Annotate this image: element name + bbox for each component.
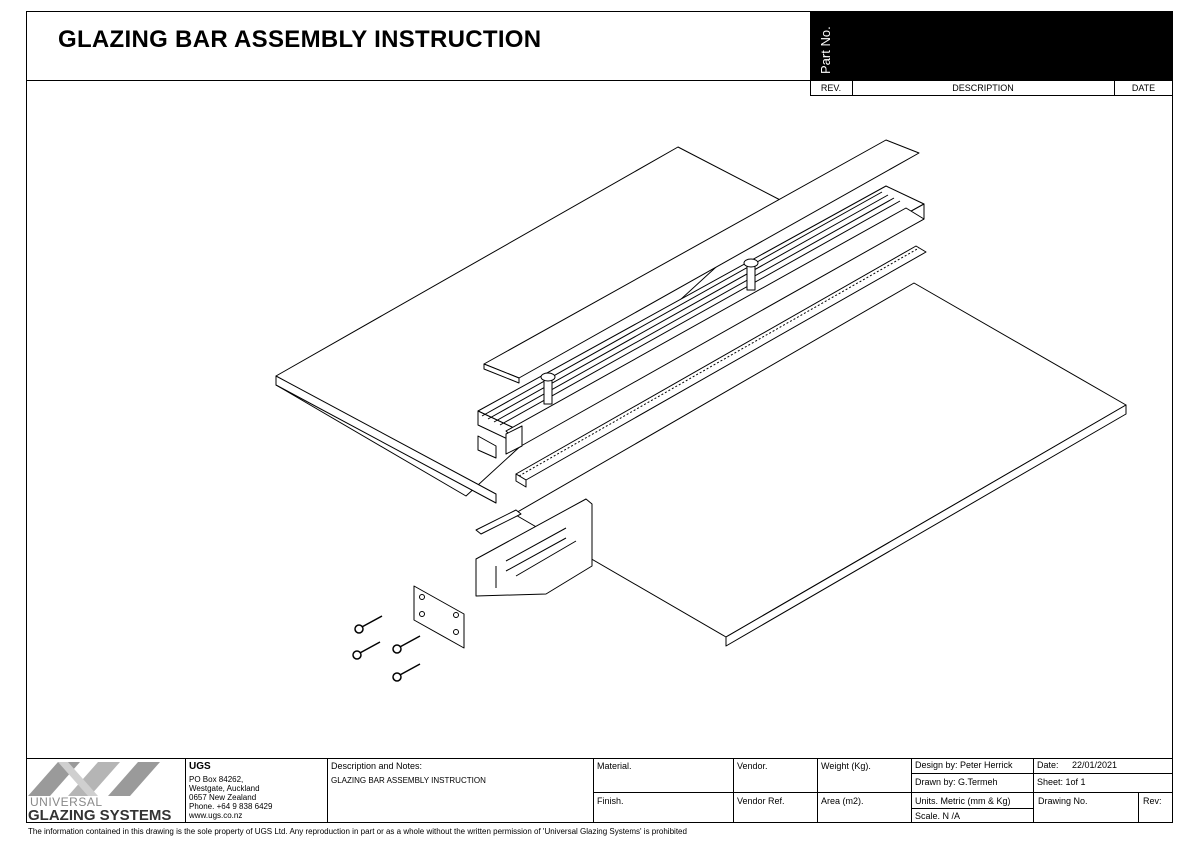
company-address-2: Westgate, Auckland bbox=[189, 784, 260, 793]
sheet: Sheet: 1of 1 bbox=[1037, 777, 1086, 787]
material-label: Material. bbox=[597, 761, 632, 771]
top-strip bbox=[475, 509, 522, 535]
logo-text-glazing-systems: GLAZING SYSTEMS bbox=[28, 807, 172, 824]
notes-label: Description and Notes: bbox=[331, 761, 423, 771]
title-block-border bbox=[911, 773, 1173, 774]
rev-header-description: DESCRIPTION bbox=[952, 83, 1014, 93]
title-block-border bbox=[911, 808, 1033, 809]
rev-header-rev: REV. bbox=[820, 83, 842, 93]
end-plate bbox=[413, 585, 465, 649]
finish-label: Finish. bbox=[597, 796, 624, 806]
end-bracket bbox=[505, 425, 523, 455]
company-address-1: PO Box 84262, bbox=[189, 775, 244, 784]
drawing-number-label: Drawing No. bbox=[1038, 796, 1088, 806]
rev-header-date: DATE bbox=[1131, 83, 1156, 93]
screw bbox=[543, 377, 553, 405]
title-divider bbox=[26, 80, 1173, 81]
title-block-border bbox=[911, 758, 912, 823]
design-by: Design by: Peter Herrick bbox=[915, 760, 1013, 770]
company-phone: Phone. +64 9 838 6429 bbox=[189, 802, 273, 811]
title-block-border bbox=[26, 758, 1173, 759]
screw bbox=[397, 635, 421, 649]
logo-text-universal: UNIVERSAL bbox=[30, 795, 103, 809]
vendor-label: Vendor. bbox=[737, 761, 768, 771]
rev-label: Rev: bbox=[1143, 796, 1162, 806]
weight-label: Weight (Kg). bbox=[821, 761, 871, 771]
title-block-border bbox=[593, 792, 1173, 793]
drawing-title: GLAZING BAR ASSEMBLY INSTRUCTION bbox=[58, 26, 542, 53]
lower-panel-edge bbox=[725, 404, 1127, 647]
screw bbox=[746, 263, 756, 291]
screw bbox=[357, 641, 381, 655]
rev-table-border bbox=[810, 80, 811, 96]
scale: Scale. N /A bbox=[915, 811, 961, 821]
part-number-box bbox=[810, 11, 1173, 80]
units: Units. Metric (mm & Kg) bbox=[915, 796, 1011, 806]
title-block-border bbox=[1138, 792, 1139, 823]
copyright-notice: The information contained in this drawin… bbox=[28, 827, 687, 836]
part-number-label: Part No. bbox=[818, 26, 833, 74]
date-label: Date: bbox=[1037, 760, 1059, 770]
company-name: UGS bbox=[189, 761, 211, 772]
title-block-border bbox=[817, 758, 818, 823]
upper-panel-edge bbox=[275, 375, 497, 504]
area-label: Area (m2). bbox=[821, 796, 864, 806]
company-website: www.ugs.co.nz bbox=[189, 811, 243, 820]
vendor-ref-label: Vendor Ref. bbox=[737, 796, 785, 806]
drawing-frame bbox=[26, 11, 1173, 823]
rev-table-border bbox=[1114, 80, 1115, 96]
screw bbox=[359, 615, 383, 629]
rev-table-border bbox=[852, 80, 853, 96]
screw bbox=[397, 663, 421, 677]
company-address-3: 0657 New Zealand bbox=[189, 793, 257, 802]
title-block-border bbox=[1033, 758, 1034, 823]
title-block-border bbox=[593, 758, 594, 823]
rev-table-border bbox=[810, 95, 1173, 96]
date-value: 22/01/2021 bbox=[1072, 760, 1118, 770]
title-block-border bbox=[327, 758, 328, 823]
company-logo bbox=[28, 762, 160, 796]
drawn-by: Drawn by: G.Termeh bbox=[915, 777, 998, 787]
title-block-border bbox=[733, 758, 734, 823]
assembly-drawing bbox=[275, 139, 1127, 682]
title-block-border bbox=[185, 758, 186, 823]
notes-text: GLAZING BAR ASSEMBLY INSTRUCTION bbox=[331, 776, 486, 785]
